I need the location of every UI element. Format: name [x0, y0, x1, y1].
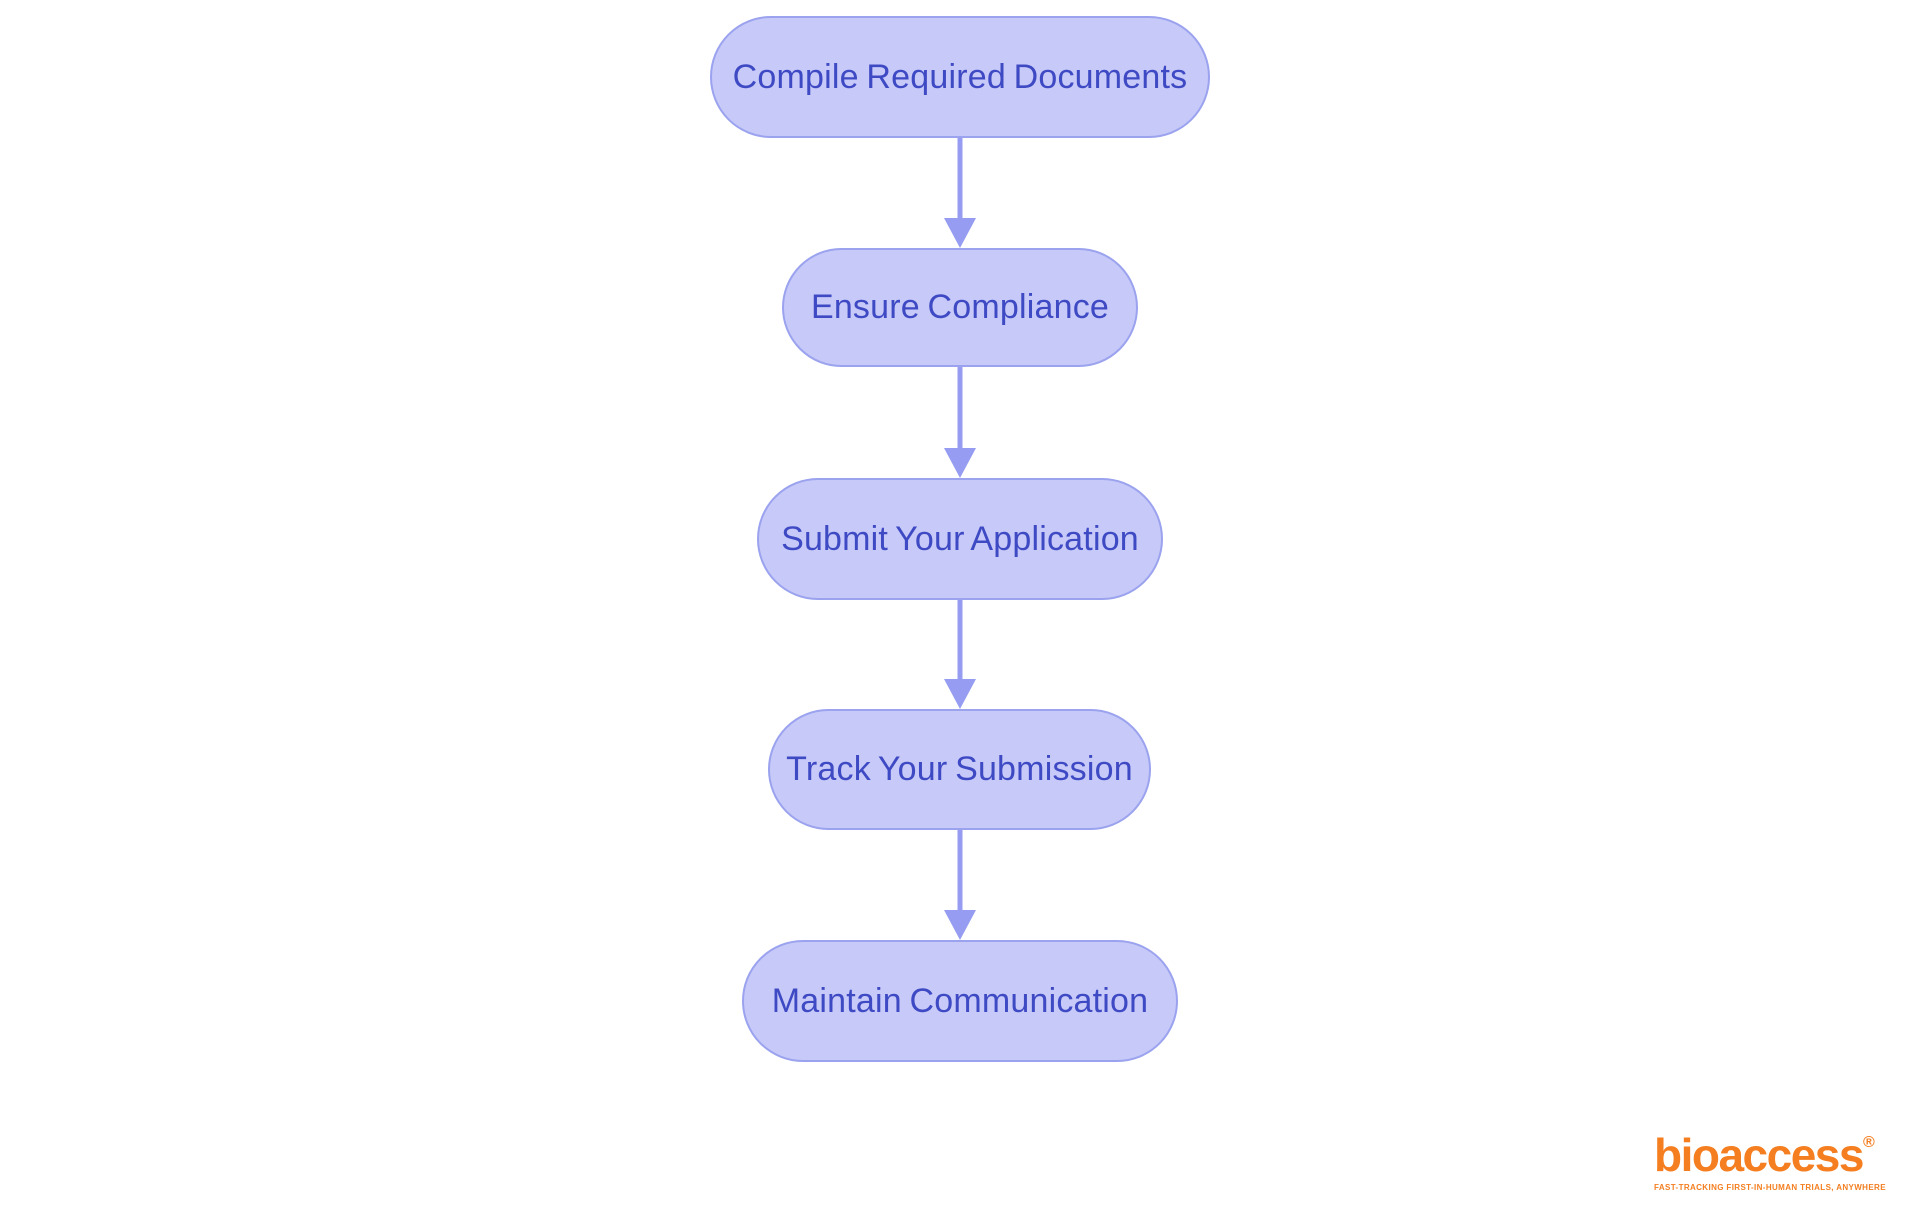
flow-arrow-2: [944, 367, 976, 478]
node-label: Ensure Compliance: [810, 288, 1110, 326]
arrow-shaft: [957, 600, 963, 681]
arrow-shaft: [957, 138, 963, 220]
node-track-your-submission: Track Your Submission: [768, 709, 1151, 830]
node-compile-required-documents: Compile Required Documents: [710, 16, 1210, 138]
flow-arrow-4: [944, 830, 976, 940]
arrow-head-icon: [944, 679, 976, 709]
bioaccess-wordmark-text: bioaccess: [1654, 1129, 1864, 1181]
node-label: Compile Required Documents: [732, 57, 1188, 96]
registered-trademark-icon: ®: [1862, 1134, 1875, 1151]
arrow-head-icon: [944, 218, 976, 248]
flow-arrow-3: [944, 600, 976, 709]
arrow-shaft: [957, 367, 963, 450]
node-label: Track Your Submission: [786, 750, 1133, 788]
node-submit-your-application: Submit Your Application: [757, 478, 1163, 600]
node-label: Maintain Communication: [771, 981, 1149, 1020]
arrow-head-icon: [944, 448, 976, 478]
arrow-head-icon: [944, 910, 976, 940]
node-ensure-compliance: Ensure Compliance: [782, 248, 1138, 367]
node-maintain-communication: Maintain Communication: [742, 940, 1178, 1062]
flow-arrow-1: [944, 138, 976, 248]
bioaccess-logo: bioaccess® FAST-TRACKING FIRST-IN-HUMAN …: [1654, 1118, 1886, 1192]
node-label: Submit Your Application: [781, 519, 1139, 558]
bioaccess-tagline: FAST-TRACKING FIRST-IN-HUMAN TRIALS, ANY…: [1654, 1183, 1886, 1192]
arrow-shaft: [957, 830, 963, 912]
bioaccess-wordmark: bioaccess®: [1654, 1118, 1884, 1180]
